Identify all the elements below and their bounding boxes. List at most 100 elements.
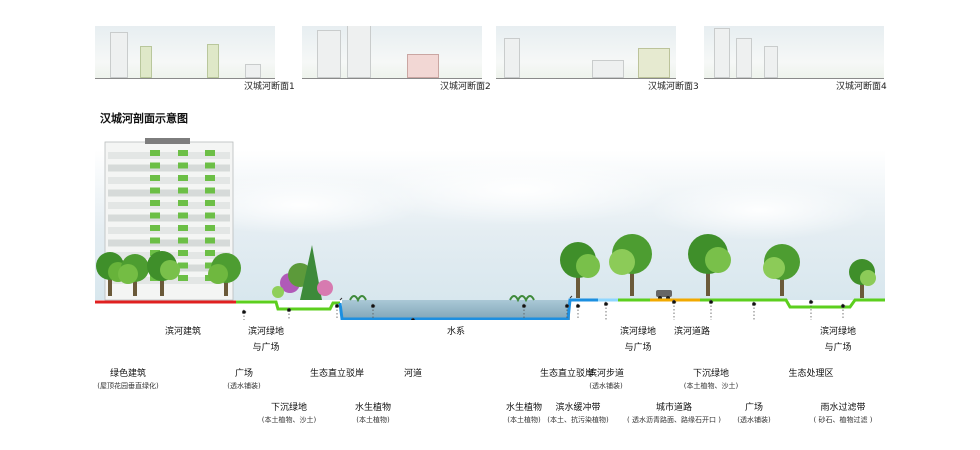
aquatic-plants: [349, 295, 535, 303]
tree: [763, 244, 800, 296]
callout-eco-bank-right: 生态直立驳岸: [539, 369, 595, 379]
callout-green-building: 绿色建筑: [109, 369, 147, 379]
vertical-greening: [150, 187, 160, 194]
cloud: [650, 180, 870, 240]
vertical-greening: [205, 175, 215, 181]
vertical-greening: [205, 150, 215, 156]
zone-green-plaza-mid: 滨河绿地: [619, 327, 657, 337]
callout-eco-treatment: 生态处理区: [788, 369, 834, 379]
green-ground-line-left: [236, 300, 340, 311]
cloud: [370, 155, 670, 225]
callout-dot-plaza-left: [241, 309, 247, 315]
green-ground-line-right: [700, 298, 885, 309]
callout-rain-filter: 雨水过滤带: [820, 403, 866, 413]
zone-green-plaza-mid-2: 与广场: [624, 343, 652, 353]
callout-aquatic-plants-right: 水生植物: [505, 403, 543, 413]
vertical-greening: [150, 212, 160, 219]
vertical-greening: [205, 225, 215, 231]
building-silhouette: [592, 60, 624, 78]
callout-dot-rain-filter: [840, 303, 846, 309]
vertical-greening: [205, 262, 215, 269]
vertical-greening: [178, 237, 188, 244]
building-silhouette: [638, 48, 670, 78]
zone-riverside-road: 滨河道路: [673, 327, 711, 337]
zone-green-plaza-right: 滨河绿地: [819, 327, 857, 337]
callout-sunken-green-left-detail: (本土植物、沙土): [261, 416, 317, 424]
tree: [208, 253, 241, 296]
callout-river-channel: 河道: [403, 369, 423, 379]
callout-aquatic-plants-right-detail: (本土植物): [507, 416, 541, 424]
callout-dot-eco-bank-left: [334, 303, 340, 309]
section-thumbnail-3-label: 汉城河断面3: [648, 82, 699, 92]
vertical-greening: [178, 262, 188, 269]
section-thumbnail-2[interactable]: [302, 26, 482, 79]
callout-city-road: 城市道路: [655, 403, 693, 413]
building-silhouette: [317, 30, 341, 78]
cloud: [180, 175, 420, 235]
vertical-greening: [178, 200, 188, 206]
vertical-greening: [178, 150, 188, 156]
vertical-greening: [150, 150, 160, 156]
water-line: [338, 298, 598, 320]
river-section-illustration: [95, 138, 885, 320]
building-silhouette: [347, 26, 371, 78]
callout-riverside-walk: 滨河步道: [587, 369, 625, 379]
callout-plaza-right: 广场: [744, 403, 764, 413]
building-floor: [108, 177, 230, 184]
vertical-greening: [150, 162, 160, 169]
callout-dot-eco-treatment: [808, 299, 814, 305]
vertical-greening: [205, 187, 215, 194]
building-floor: [108, 227, 230, 234]
vertical-greening: [178, 212, 188, 219]
zone-water-system: 水系: [446, 327, 466, 337]
tree: [849, 259, 876, 298]
vertical-greening: [205, 200, 215, 206]
section-thumbnail-4[interactable]: [704, 26, 884, 79]
callout-sunken-green-left: 下沉绿地: [270, 403, 308, 413]
vertical-greening: [205, 212, 215, 219]
callout-sunken-green-right-detail: (本土植物、沙土): [683, 382, 739, 390]
diagram-title: 汉城河剖面示意图: [100, 112, 188, 125]
section-thumbnail-1[interactable]: [95, 26, 275, 79]
building-silhouette: [736, 38, 752, 78]
callout-dot-sunken-green-left: [286, 307, 292, 313]
callout-dot-eco-bank-right: [564, 303, 570, 309]
callout-dot-buffer-strip: [575, 303, 581, 309]
vertical-greening: [178, 187, 188, 194]
zone-riverside-building: 滨河建筑: [164, 327, 202, 337]
sunken-garden-plants: [272, 245, 333, 300]
callout-aquatic-plants-left-detail: (本土植物): [356, 416, 390, 424]
vertical-greening: [150, 175, 160, 181]
tree: [147, 251, 180, 296]
callout-dot-sunken-green-right: [708, 299, 714, 305]
vertical-greening: [205, 162, 215, 169]
tree: [609, 234, 652, 296]
building-floor: [108, 164, 230, 172]
building-silhouette: [504, 38, 520, 78]
building-silhouette: [764, 46, 778, 78]
building-floor: [108, 239, 230, 247]
building-silhouette: [714, 28, 730, 78]
zone-green-plaza-right-2: 与广场: [824, 343, 852, 353]
building-floor: [108, 152, 230, 159]
vertical-greening: [205, 237, 215, 244]
tree: [688, 234, 731, 296]
section-thumbnail-2-label: 汉城河断面2: [440, 82, 491, 92]
vertical-greening: [178, 225, 188, 231]
callout-city-road-detail: ( 透水沥青路面、路缘石开口 ): [627, 416, 721, 424]
callout-dot-aquatic-plants-right: [521, 303, 527, 309]
building-silhouette: [140, 46, 152, 78]
callout-dot-plaza-right: [751, 301, 757, 307]
callout-plaza-right-detail: (透水铺装): [737, 416, 771, 424]
callout-rain-filter-detail: ( 砂石、植物过滤 ): [813, 416, 873, 424]
building-silhouette: [110, 32, 128, 78]
building-silhouette: [407, 54, 439, 78]
callout-riverside-walk-detail: (透水铺装): [589, 382, 623, 390]
vertical-greening: [178, 175, 188, 181]
vertical-greening: [205, 250, 215, 256]
building-floor: [108, 277, 230, 284]
section-thumbnail-3[interactable]: [496, 26, 676, 79]
section-thumbnail-4-label: 汉城河断面4: [836, 82, 887, 92]
zone-green-plaza-left-2: 与广场: [252, 343, 280, 353]
vertical-greening: [150, 225, 160, 231]
